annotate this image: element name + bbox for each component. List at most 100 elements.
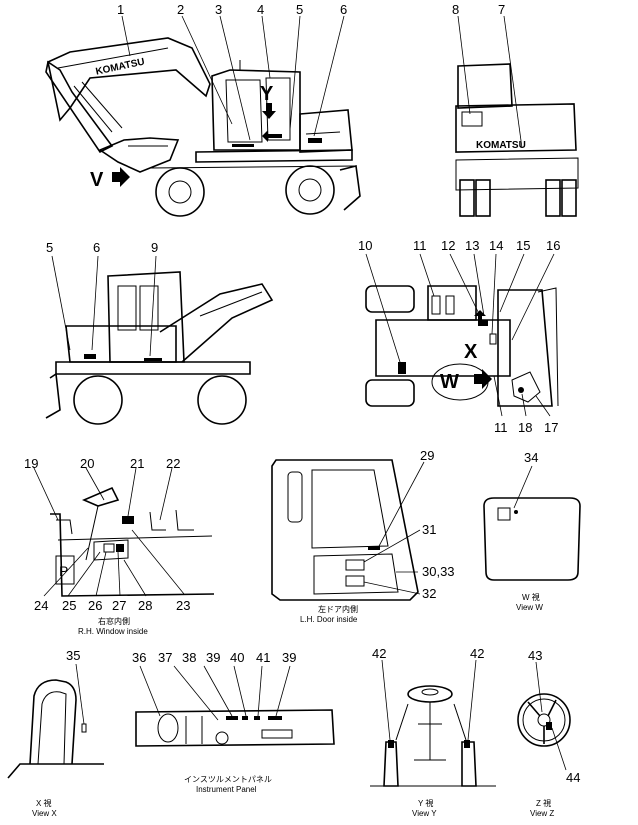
dozer-blade [339, 165, 361, 211]
part-label-11: 11 [413, 238, 427, 253]
part-label-26: 26 [88, 598, 102, 613]
dozer-blade-2 [45, 372, 61, 419]
view-y-right-console [461, 741, 477, 787]
leader-36 [139, 665, 161, 717]
part-label-3: 3 [215, 2, 222, 17]
leader-22 [159, 467, 173, 521]
boom-line [57, 47, 169, 69]
part-label-34: 34 [524, 450, 538, 465]
part-label-9: 9 [151, 240, 158, 255]
panel-decal-38 [226, 716, 238, 720]
view-z [517, 661, 571, 771]
view-z-circle [511, 371, 541, 403]
cab-door-window [265, 77, 291, 141]
caption-view-x-jp: X 視 [36, 799, 52, 808]
leader-7 [503, 15, 523, 149]
view-x-base [7, 763, 104, 779]
view-y-arrow-icon [262, 103, 276, 119]
leader-23 [131, 529, 185, 595]
leader-13 [473, 253, 485, 317]
boom-outline-2 [159, 283, 274, 363]
leader-16 [511, 253, 555, 341]
excavator-side-view [45, 15, 361, 217]
excavator-rear-view [455, 15, 579, 217]
top-cab-window-1 [431, 295, 441, 315]
top-tire-1 [365, 285, 415, 313]
view-z-spokes [527, 699, 557, 744]
boom-line-2 [199, 291, 263, 317]
caption-lh-door-jp: 左ドア内側 [318, 604, 358, 614]
view-z-decal-44 [546, 722, 552, 730]
rh-window-inside-view [33, 467, 215, 597]
leader-8 [457, 15, 471, 115]
arm-cylinder-2 [81, 81, 123, 129]
window-decal-26 [103, 543, 115, 553]
part-label-23: 23 [176, 598, 190, 613]
leader-1 [121, 15, 131, 57]
view-y-column [414, 702, 446, 761]
leader-2 [181, 15, 233, 125]
caption-view-x-en: View X [32, 809, 57, 818]
leader-24 [43, 547, 89, 597]
part-label-38: 38 [182, 650, 196, 665]
rear-tire-left-2 [475, 179, 491, 217]
leader-39 [233, 665, 247, 717]
part-label-42a: 42 [372, 646, 386, 661]
leader-5b [51, 255, 71, 351]
door-window [311, 469, 389, 549]
view-x [7, 663, 104, 779]
leader-9 [149, 255, 157, 357]
leader-18 [521, 393, 527, 417]
part-label-19: 19 [24, 456, 38, 471]
leader-32 [363, 581, 421, 595]
part-label-7: 7 [498, 2, 505, 17]
panel-dividers [185, 716, 203, 744]
leader-35 [75, 663, 85, 725]
caption-view-w-jp: W 視 [522, 593, 540, 602]
leader-17 [535, 395, 551, 417]
part-label-14: 14 [489, 238, 503, 253]
leader-28 [123, 559, 147, 597]
part-label-4: 4 [257, 2, 264, 17]
door-handle-slot [287, 471, 303, 523]
top-decal-12 [478, 320, 488, 326]
part-label-6b: 6 [93, 240, 100, 255]
part-label-43: 43 [528, 648, 542, 663]
caption-view-y-en: View Y [412, 809, 437, 818]
caption-panel-en: Instrument Panel [196, 785, 257, 794]
view-x-seat-outline [29, 679, 77, 765]
leader-42b [467, 659, 477, 741]
leader-40 [257, 665, 263, 717]
part-label-13: 13 [465, 238, 479, 253]
top-decal-10 [398, 362, 406, 374]
leader-5 [289, 15, 301, 131]
part-label-39b: 39 [282, 650, 296, 665]
front-wheel-hub [168, 180, 192, 204]
part-label-25: 25 [62, 598, 76, 613]
leader-19 [33, 467, 59, 521]
caption-view-z-en: View Z [530, 809, 554, 818]
view-v-arrow-icon [112, 167, 130, 187]
view-y-decal-42a [388, 740, 394, 748]
caption-view-y-jp: Y 視 [418, 799, 433, 808]
housing-line [305, 131, 341, 135]
panel-gauge [157, 713, 179, 743]
instrument-panel-view [135, 665, 335, 747]
arrow-label-v: V [90, 169, 104, 191]
panel-decal-40 [242, 716, 248, 720]
panel-outline [135, 709, 335, 747]
door-decal-29 [368, 546, 380, 550]
leader-10 [365, 253, 401, 363]
rear-decal-8 [461, 111, 483, 127]
rear-wheel [285, 165, 335, 215]
part-label-16: 16 [546, 238, 560, 253]
view-y [370, 659, 496, 787]
view-y-levers [395, 703, 467, 741]
caption-view-w-en: View W [516, 603, 543, 612]
leader-39b [275, 665, 291, 717]
view-w-decal-34 [497, 507, 511, 521]
caption-rh-window-jp: 右窓内側 [98, 616, 130, 626]
rear-chassis [455, 157, 579, 191]
part-label-24: 24 [34, 598, 48, 613]
door-lower-panel [313, 553, 399, 595]
